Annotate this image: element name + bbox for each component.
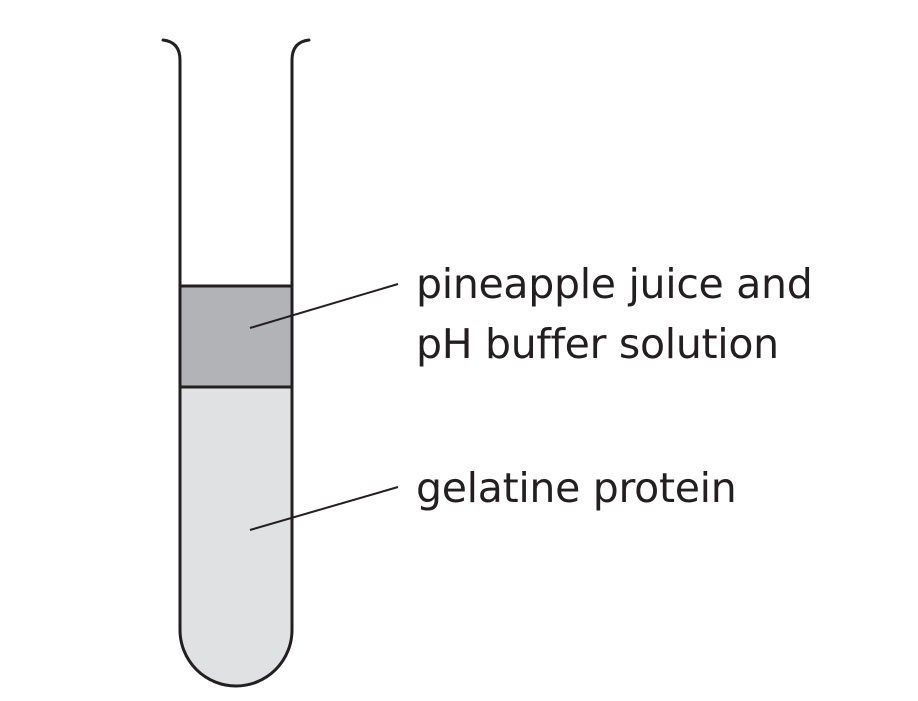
label-juice-buffer-line2: pH buffer solution [416,320,779,368]
test-tube-outline [161,38,311,688]
label-gelatine: gelatine protein [416,464,737,512]
leader-line-juice [249,283,399,329]
gelatine-layer [180,387,292,686]
juice-buffer-layer [180,286,292,387]
leader-line-gelatine [249,486,399,531]
label-juice-buffer-line1: pineapple juice and [416,260,813,308]
